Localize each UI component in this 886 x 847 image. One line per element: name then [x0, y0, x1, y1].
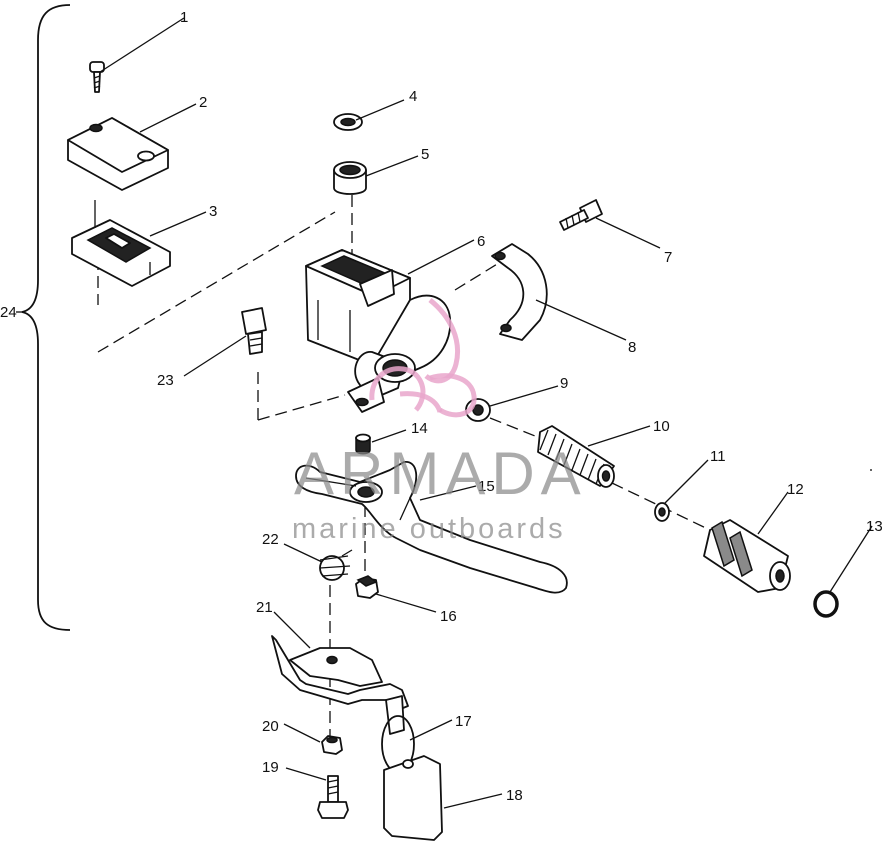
alignment-line: [257, 394, 346, 421]
callout-6: 6: [477, 233, 485, 250]
part-washer: [465, 398, 491, 422]
callout-labels: 1 2 3 4 5 6 7 8 9 10 11 12 13 14 15 16 1…: [0, 9, 883, 804]
callout-16: 16: [440, 608, 457, 625]
watermark-brand: ARMADA: [294, 440, 587, 507]
callout-14: 14: [411, 420, 428, 437]
watermark-tagline: marine outboards: [292, 513, 566, 545]
callout-24: 24: [0, 304, 17, 321]
part-piston: [703, 519, 791, 593]
part-clamp-screw: [559, 199, 603, 231]
callout-13: 13: [866, 518, 883, 535]
callout-7: 7: [664, 249, 672, 266]
part-brake-lever: [295, 461, 568, 594]
part-pivot-bolt: [241, 307, 267, 355]
part-screw: [317, 775, 349, 819]
part-nut: [321, 735, 343, 755]
part-key-tag: [383, 755, 443, 841]
callout-1: 1: [180, 9, 188, 26]
callout-22: 22: [262, 531, 279, 548]
part-spring: [537, 425, 615, 488]
part-spring: [319, 549, 353, 581]
part-bushing: [333, 161, 367, 195]
part-snap-ring: [813, 590, 839, 618]
part-screw: [89, 61, 105, 93]
part-master-cylinder-body: [305, 249, 452, 413]
callout-18: 18: [506, 787, 523, 804]
callout-17: 17: [455, 713, 472, 730]
callout-15: 15: [478, 478, 495, 495]
part-washer: [654, 502, 670, 522]
callout-5: 5: [421, 146, 429, 163]
alignment-line: [97, 211, 336, 353]
part-clamp: [491, 243, 548, 341]
part-bushing: [355, 433, 371, 455]
callout-23: 23: [157, 372, 174, 389]
callout-10: 10: [653, 418, 670, 435]
watermark-logo-icon: [369, 298, 477, 418]
callout-12: 12: [787, 481, 804, 498]
callout-19: 19: [262, 759, 279, 776]
part-nut: [355, 575, 379, 599]
callout-3: 3: [209, 203, 217, 220]
part-diaphragm: [71, 200, 171, 287]
assembly-brace: [21, 4, 71, 631]
part-cover: [67, 117, 169, 191]
callout-2: 2: [199, 94, 207, 111]
leader-lines: [16, 17, 873, 809]
callout-21: 21: [256, 599, 273, 616]
part-bracket: [271, 635, 409, 735]
callout-11: 11: [710, 448, 726, 465]
callout-9: 9: [560, 375, 568, 392]
part-washer: [333, 113, 363, 131]
alignment-line: [489, 417, 541, 439]
callout-20: 20: [262, 718, 279, 735]
callout-8: 8: [628, 339, 636, 356]
watermark: ARMADA marine outboards: [292, 298, 587, 545]
callout-4: 4: [409, 88, 417, 105]
